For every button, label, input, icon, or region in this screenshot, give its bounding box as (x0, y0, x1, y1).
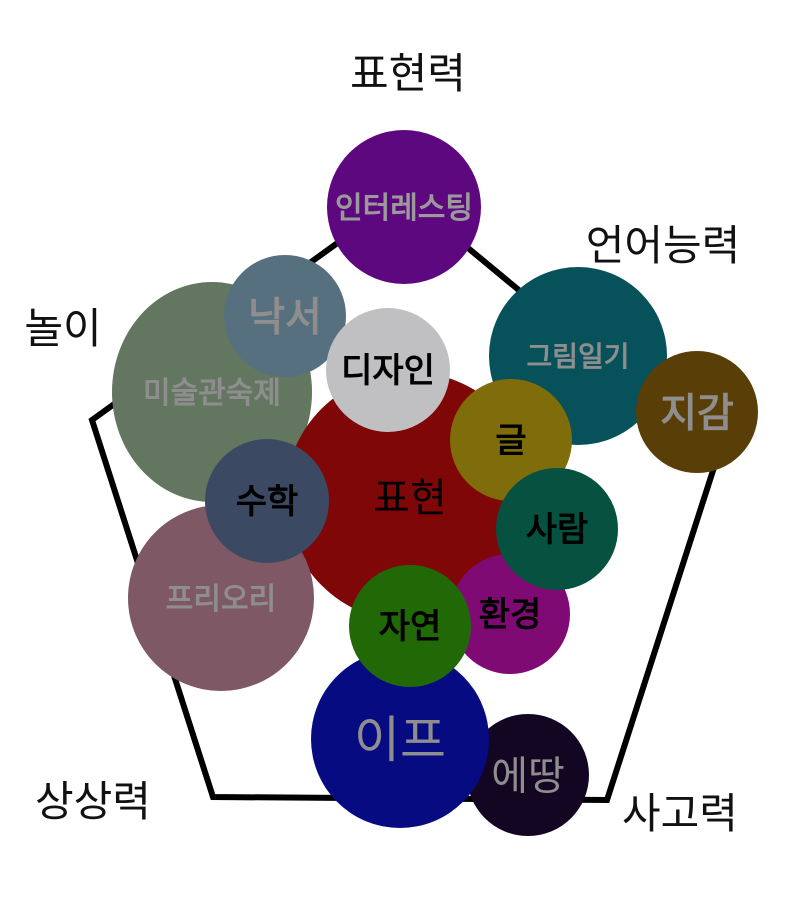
bubble-label: 표현 (373, 475, 447, 521)
bubble-label: 에땅 (491, 753, 565, 799)
bubble-label: 자연 (379, 607, 442, 647)
bubble-circle (496, 468, 618, 590)
bubble-label: 낙서 (248, 294, 322, 340)
bubble-circle (467, 714, 589, 836)
axis-label-play: 놀이 (24, 304, 101, 353)
bubble-design: 디자인 (326, 308, 450, 432)
bubble-nature: 자연 (349, 565, 471, 687)
bubble-if: 이프 (311, 650, 489, 828)
bubble-label: 그림일기 (526, 340, 629, 373)
bubble-label: 디자인 (341, 351, 435, 391)
bubble-circle (311, 650, 489, 828)
axis-label-thinking: 사고력 (622, 789, 738, 838)
bubble-interesting: 인터레스팅 (327, 130, 481, 284)
bubble-doodle: 낙서 (224, 255, 346, 377)
bubble-circle (327, 130, 481, 284)
bubble-label: 인터레스팅 (335, 191, 473, 226)
bubble-label: 환경 (479, 595, 542, 635)
bubble-label: 이프 (354, 711, 446, 769)
bubble-label: 지감 (660, 390, 734, 436)
bubble-label: 미술관숙제 (143, 376, 281, 411)
bubble-circle (326, 308, 450, 432)
bubble-label: 글 (495, 421, 526, 461)
bubble-jigam: 지감 (636, 351, 758, 473)
axis-label-language: 언어능력 (586, 221, 741, 270)
bubble-label: 프리오리 (166, 582, 276, 617)
bubble-label: 수학 (236, 482, 299, 522)
bubble-people: 사람 (496, 468, 618, 590)
bubble-circle (349, 565, 471, 687)
bubble-circle (636, 351, 758, 473)
axis-label-expression: 표현력 (350, 49, 466, 98)
bubble-label: 사람 (526, 510, 589, 550)
bubble-math: 수학 (205, 439, 329, 563)
axis-label-imagination: 상상력 (35, 777, 151, 826)
bubble-edang: 에땅 (467, 714, 589, 836)
bubble-circle (224, 255, 346, 377)
bubble-circle (205, 439, 329, 563)
